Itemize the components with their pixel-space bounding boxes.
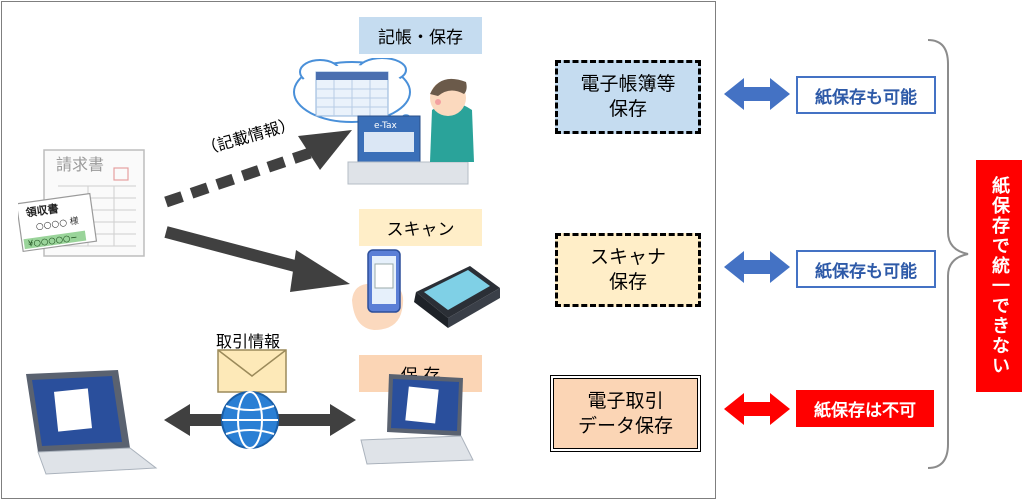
right-laptop-illustration (360, 374, 474, 465)
electronic-books-line1: 電子帳簿等 (580, 73, 676, 95)
scanner-storage-box: スキャナ 保存 (555, 233, 701, 307)
summary-label: 紙保存で統一できない (989, 176, 1010, 376)
electronic-books-storage-box: 電子帳簿等 保存 (555, 60, 701, 134)
diagram-frame (1, 1, 716, 499)
electronic-transaction-storage-box: 電子取引 データ保存 (550, 375, 701, 452)
hand-phone (352, 249, 404, 330)
invoice-title: 請求書 (56, 155, 104, 174)
person-computer-illustration: e-Tax (293, 58, 474, 185)
receipt-document: 領収書 ○○○○ 様 ¥○○○○○− (18, 192, 98, 253)
bookkeeping-label: 記帳・保存 (359, 17, 482, 54)
paper-storage-not-allowed-badge: 紙保存は不可 (796, 390, 934, 427)
scanner-storage-line2: 保存 (608, 271, 647, 293)
electronic-transaction-line1: 電子取引 (587, 389, 664, 412)
scanner-storage-line1: スキャナ (589, 246, 666, 268)
paper-storage-allowed-badge-2: 紙保存も可能 (796, 250, 936, 288)
blue-double-arrow-2 (724, 251, 790, 283)
desk (347, 161, 469, 185)
envelope-icon (217, 349, 287, 393)
invoice-receipt-illustration: 請求書 領収書 ○○○○ 様 ¥○○○○○− (18, 149, 145, 257)
receipt-title: 領収書 (24, 201, 60, 220)
scan-label: スキャン (359, 209, 482, 246)
scanner-device (414, 266, 500, 328)
scan-solid-arrow (164, 226, 350, 292)
right-curly-brace (927, 39, 969, 469)
electronic-transaction-line2: データ保存 (577, 414, 673, 437)
blue-double-arrow-1 (724, 78, 790, 110)
globe-icon (221, 391, 279, 449)
etax-label: e-Tax (374, 121, 397, 131)
record-info-dashed-arrow (164, 130, 352, 208)
transaction-exchange-illustration (164, 349, 356, 449)
paper-storage-allowed-badge-1: 紙保存も可能 (796, 76, 936, 114)
left-laptop-illustration (26, 370, 158, 475)
summary-box: 紙保存で統一できない (976, 160, 1022, 392)
monitor: e-Tax (357, 115, 421, 163)
thought-bubble (293, 58, 420, 134)
red-double-arrow (724, 393, 790, 425)
transaction-info-label: 取引情報 (216, 332, 281, 351)
person (430, 78, 474, 162)
phone-scanner-illustration (352, 249, 500, 330)
electronic-books-line2: 保存 (608, 98, 647, 120)
